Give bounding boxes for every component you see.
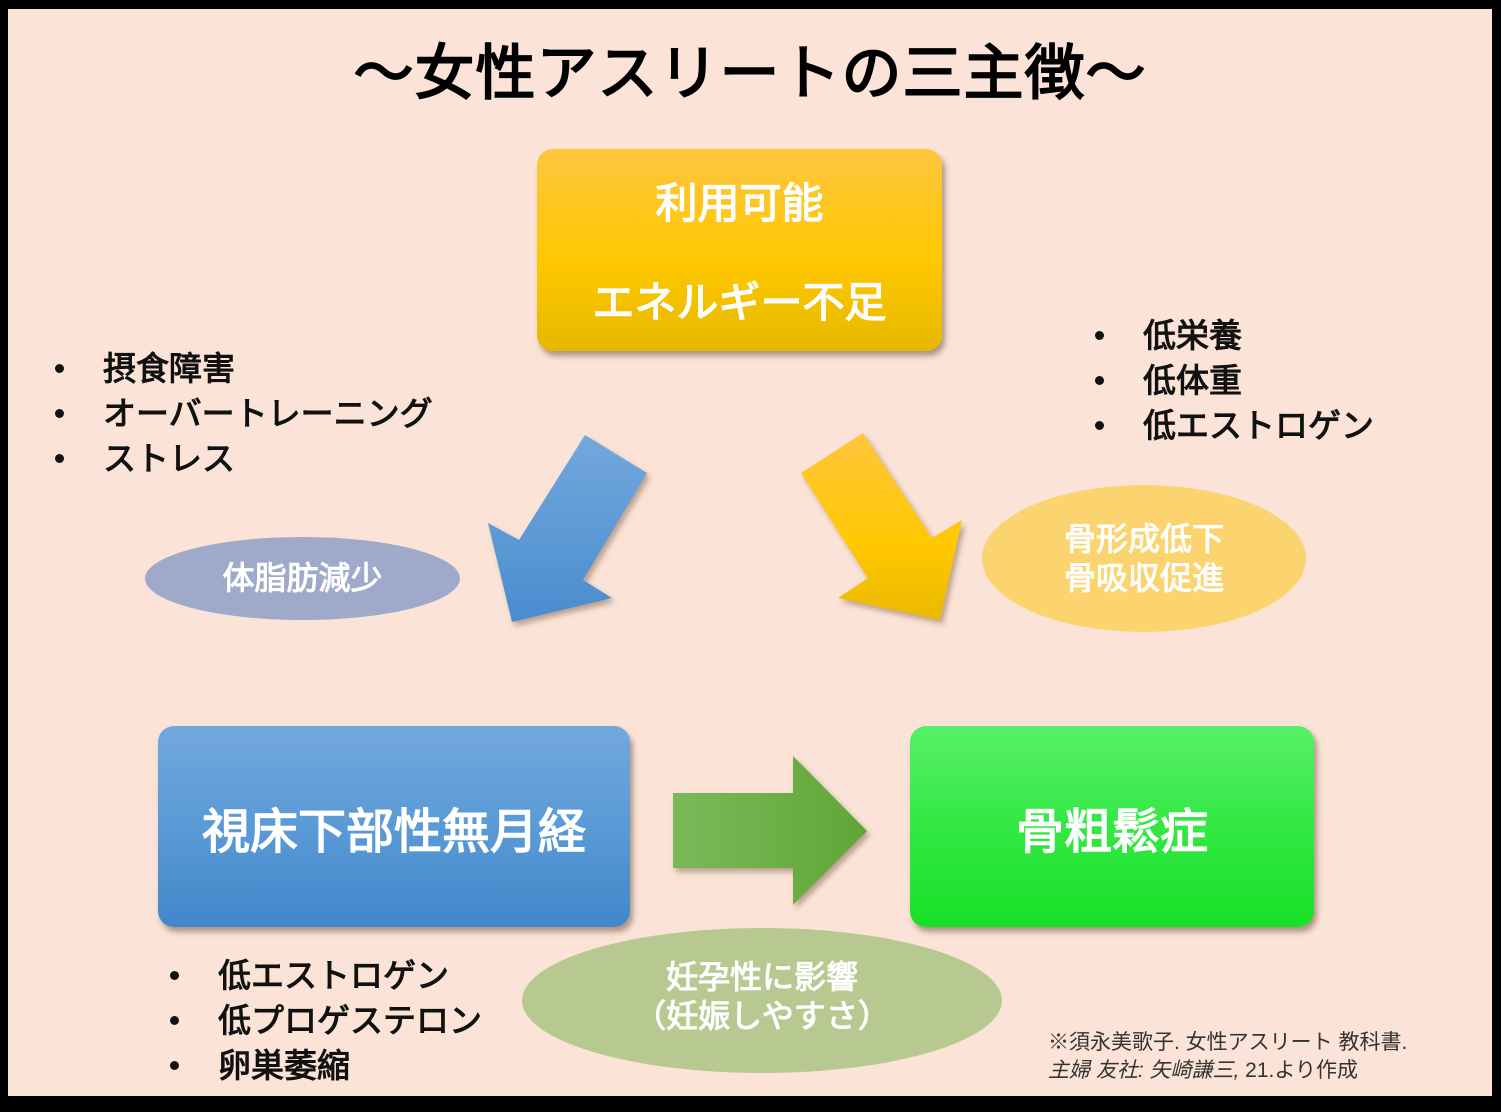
bullet-icon [55,409,64,418]
fertility-ellipse: 妊孕性に影響 （妊娠しやすさ） [522,928,1002,1073]
bone-metabolism-ellipse: 骨形成低下 骨吸収促進 [982,485,1306,632]
body-fat-ellipse: 体脂肪減少 [145,537,460,620]
amenorrhea-box: 視床下部性無月経 [158,726,630,927]
list-item-text: ストレス [103,439,235,478]
list-item: 低エストロゲン [170,953,482,998]
bullet-icon [170,971,179,980]
list-item: ストレス [55,436,433,481]
osteoporosis-box: 骨粗鬆症 [910,726,1314,927]
arrow-down-left-icon [488,435,647,622]
citation: ※須永美歌子. 女性アスリート 教科書. 主婦 友社: 矢崎謙三, 21.より作… [1048,1029,1407,1085]
bullet-icon [1095,331,1104,340]
list-item: 卵巣萎縮 [170,1043,482,1088]
citation-line1: ※須永美歌子. 女性アスリート 教科書. [1048,1031,1408,1054]
list-item: 低栄養 [1095,313,1374,358]
fertility-line2: （妊娠しやすさ） [634,996,890,1035]
hormones-list: 低エストロゲン 低プロゲステロン 卵巣萎縮 [170,953,482,1088]
list-item-text: 低エストロゲン [218,956,449,995]
list-item-text: 卵巣萎縮 [218,1046,350,1085]
citation-line2: 主婦 友社: 矢崎謙三, 21.より作成 [1048,1057,1407,1085]
list-item-text: オーバートレーニング [103,394,433,433]
citation-publisher: 主婦 友社: 矢崎謙三, [1048,1059,1240,1082]
bullet-icon [1095,421,1104,430]
arrow-down-right-icon [801,433,962,620]
energy-box-line1: 利用可能 [655,179,824,228]
amenorrhea-label: 視床下部性無月経 [201,803,586,860]
bullet-icon [1095,376,1104,385]
list-item: オーバートレーニング [55,391,433,436]
causes-list: 摂食障害 オーバートレーニング ストレス [55,346,433,481]
list-item: 低エストロゲン [1095,403,1374,448]
energy-deficiency-box: 利用可能 エネルギー不足 [537,149,942,351]
energy-box-line2: エネルギー不足 [592,278,887,327]
list-item: 低プロゲステロン [170,998,482,1043]
bone-line1: 骨形成低下 [1063,520,1224,559]
fertility-line1: 妊孕性に影響 [665,958,858,997]
list-item-text: 摂食障害 [103,349,235,388]
list-item-text: 低エストロゲン [1143,406,1374,445]
list-item-text: 低栄養 [1143,316,1242,355]
arrows-layer [488,433,962,905]
bullet-icon [170,1016,179,1025]
osteoporosis-label: 骨粗鬆症 [1015,803,1208,860]
body-fat-label: 体脂肪減少 [222,559,383,598]
list-item-text: 低体重 [1143,361,1242,400]
arrow-right-icon [673,756,867,905]
bone-line2: 骨吸収促進 [1063,558,1224,597]
bullet-icon [55,454,64,463]
list-item: 低体重 [1095,358,1374,403]
bullet-icon [170,1061,179,1070]
energy-effects-list: 低栄養 低体重 低エストロゲン [1095,313,1374,448]
bullet-icon [55,364,64,373]
citation-suffix: 21.より作成 [1239,1059,1358,1082]
slide-title: 〜女性アスリートの三主徴〜 [353,39,1147,109]
list-item: 摂食障害 [55,346,433,391]
slide-canvas: 〜女性アスリートの三主徴〜 利用可能 エネルギー不足 [8,9,1492,1096]
list-item-text: 低プロゲステロン [218,1001,482,1040]
